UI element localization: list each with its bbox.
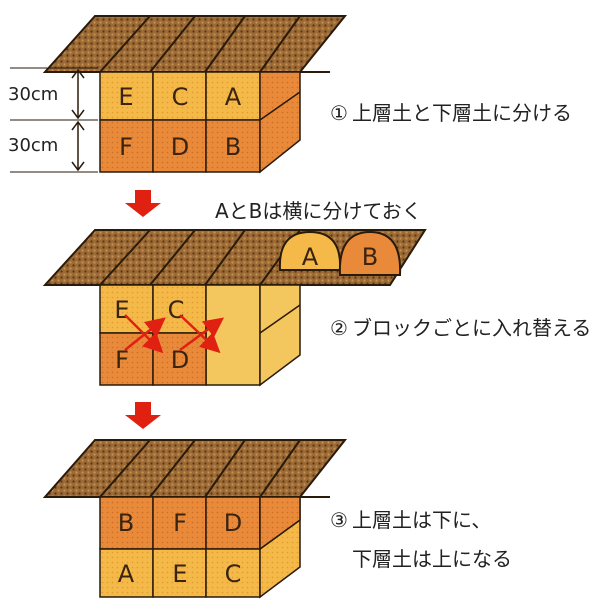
label-s2-bottom-2: D bbox=[171, 346, 189, 374]
step-1-number: ① bbox=[330, 101, 348, 125]
block-bottom-3 bbox=[205, 119, 261, 173]
ground-surface bbox=[42, 15, 348, 73]
block-bottom-2 bbox=[152, 119, 207, 173]
label-s2-bottom-1: F bbox=[115, 346, 129, 374]
step-1-text: 上層土と下層土に分ける bbox=[352, 101, 572, 125]
label-pile-a: A bbox=[302, 243, 319, 271]
label-s1-top-2: C bbox=[172, 83, 189, 111]
step-3-text-line2: 下層土は上になる bbox=[352, 547, 512, 571]
step-3-number: ③ bbox=[330, 508, 348, 532]
step-3-text: 上層土は下に、 bbox=[352, 508, 491, 532]
label-s2-top-1: E bbox=[114, 296, 129, 324]
swap-arrow bbox=[124, 317, 166, 351]
label-s3-top-1: B bbox=[118, 509, 134, 537]
label-s1-bottom-3: B bbox=[225, 133, 241, 161]
note-text: AとBは横に分けておく bbox=[215, 199, 422, 223]
label-s3-bottom-3: C bbox=[225, 560, 242, 588]
stage-2: A B E C F D bbox=[42, 229, 427, 387]
block-empty bbox=[205, 284, 261, 386]
swap-arrow bbox=[124, 314, 164, 354]
block-bottom-1 bbox=[99, 548, 154, 598]
label-s3-top-3: D bbox=[224, 509, 242, 537]
label-s2-top-2: C bbox=[168, 296, 185, 324]
block-top-3 bbox=[205, 496, 261, 550]
label-pile-b: B bbox=[362, 243, 378, 271]
label-s3-top-2: F bbox=[173, 509, 187, 537]
label-s1-top-3: A bbox=[225, 83, 242, 111]
step-2-text: ブロックごとに入れ替える bbox=[352, 316, 591, 340]
down-arrow-1 bbox=[125, 190, 161, 217]
block-top-1 bbox=[99, 496, 154, 550]
dimension-lower: 30cm bbox=[8, 135, 58, 156]
stage-3: B F D A E C bbox=[42, 439, 348, 599]
soil-pile-a bbox=[278, 230, 342, 271]
label-s3-bottom-2: E bbox=[172, 560, 187, 588]
block-bottom-2 bbox=[152, 548, 207, 598]
label-s1-top-1: E bbox=[118, 83, 133, 111]
block-side bbox=[259, 71, 301, 174]
down-arrow-2 bbox=[125, 402, 161, 429]
block-bottom-1 bbox=[99, 119, 154, 173]
dimension-upper: 30cm bbox=[8, 84, 58, 105]
ground-surface bbox=[42, 439, 348, 498]
label-s3-bottom-1: A bbox=[118, 560, 135, 588]
stage-1: E C A F D B 30cm 30cm bbox=[8, 15, 348, 174]
swap-arrow bbox=[179, 314, 221, 354]
block-bottom-3 bbox=[205, 548, 261, 598]
soil-pile-b bbox=[338, 230, 402, 276]
label-s1-bottom-2: D bbox=[171, 133, 189, 161]
step-2-number: ② bbox=[330, 316, 348, 340]
block-side bbox=[259, 284, 301, 387]
label-s1-bottom-1: F bbox=[119, 133, 133, 161]
swap-arrow bbox=[179, 317, 225, 352]
